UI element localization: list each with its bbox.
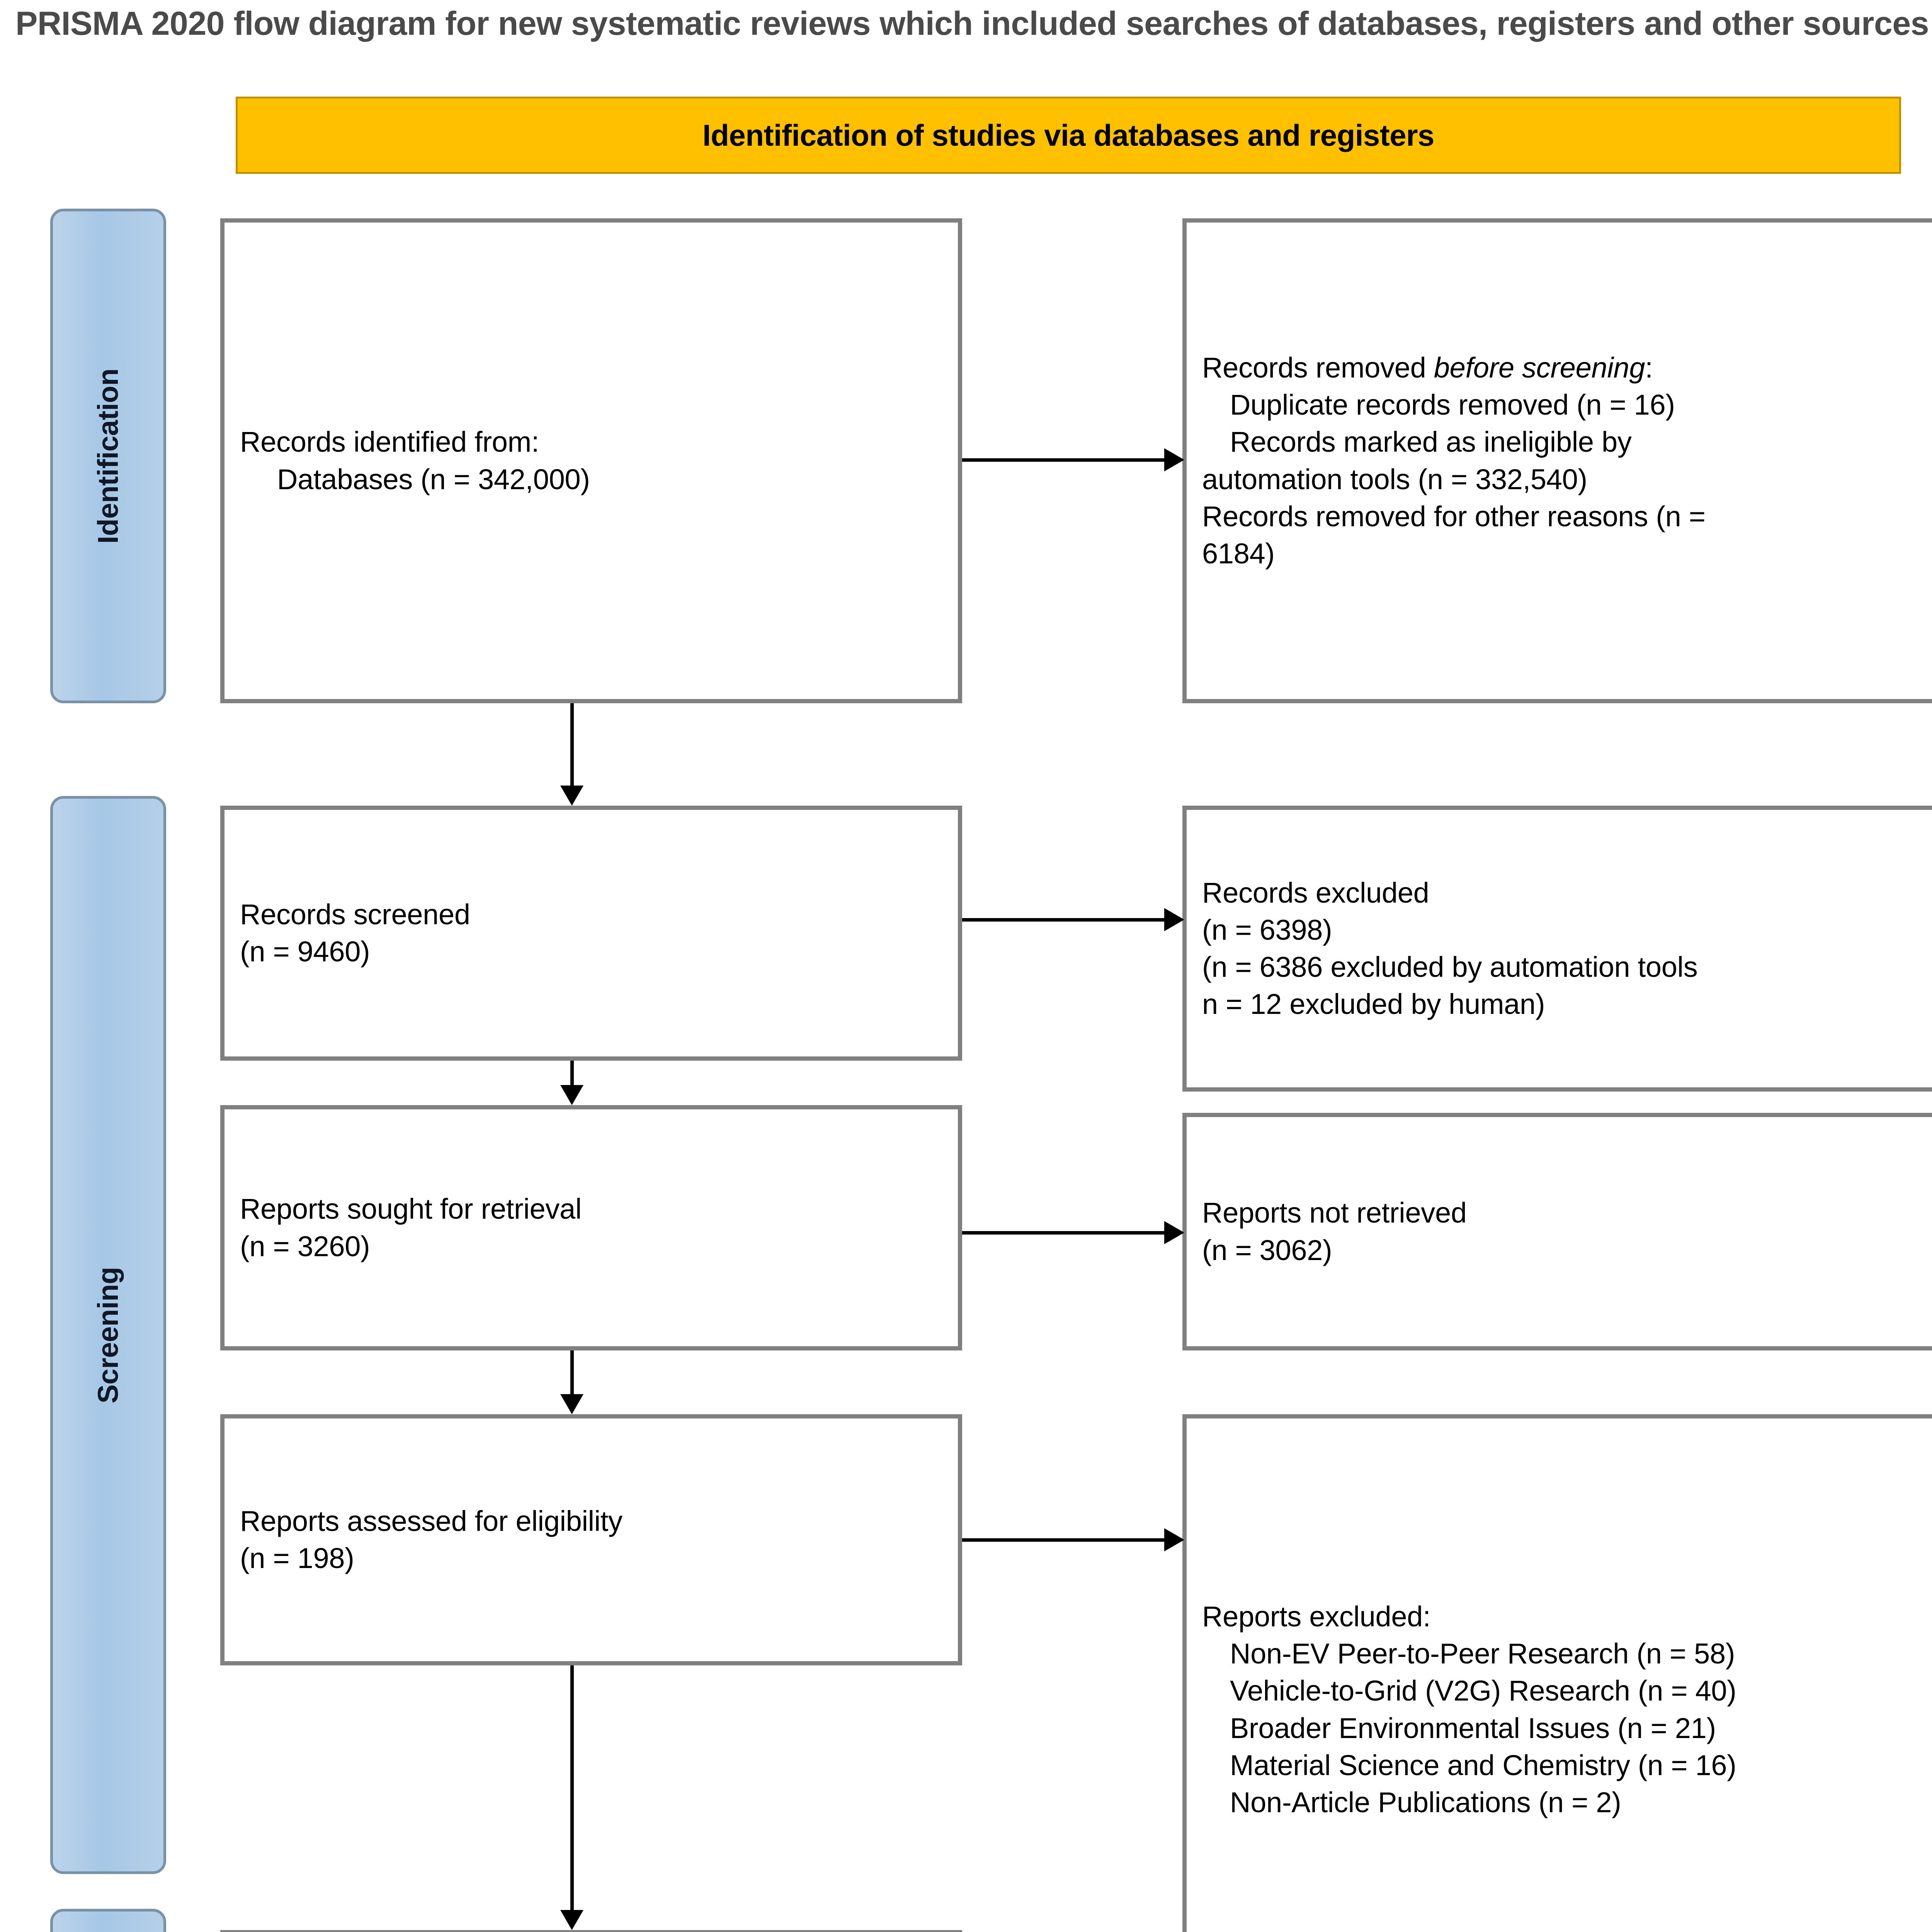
records-excluded-line4: n = 12 excluded by human) <box>1202 988 1545 1020</box>
reports-excluded-reason-1: Non-EV Peer-to-Peer Research (n = 58) <box>1230 1638 1735 1670</box>
records-removed-item3: automation tools (n = 332,540) <box>1202 463 1587 495</box>
records-identified-line2: Databases (n = 342,000) <box>277 463 590 495</box>
reports-not-retrieved-line2: (n = 3062) <box>1202 1234 1332 1266</box>
stage-label-screening: Screening <box>50 796 166 1874</box>
records-screened-line1: Records screened <box>240 898 470 930</box>
box-reports-excluded: Reports excluded: Non-EV Peer-to-Peer Re… <box>1182 1414 1932 1932</box>
box-records-identified: Records identified from: Databases (n = … <box>220 218 962 703</box>
records-excluded-line1: Records excluded <box>1202 876 1429 909</box>
reports-excluded-reason-5: Non-Article Publications (n = 2) <box>1230 1786 1621 1818</box>
box-records-screened: Records screened (n = 9460) <box>220 806 962 1061</box>
arrow-shaft <box>962 458 1164 462</box>
figure-title: PRISMA 2020 flow diagram for new systema… <box>15 5 1929 42</box>
phase-banner-identification: Identification of studies via databases … <box>236 97 1901 174</box>
arrow-shaft <box>570 1665 574 1910</box>
records-removed-item5: 6184) <box>1202 537 1275 570</box>
arrow-shaft <box>962 918 1164 922</box>
records-removed-item1: Duplicate records removed (n = 16) <box>1230 389 1675 421</box>
arrow-screened-to-excluded <box>962 908 1184 931</box>
arrow-head-down-icon <box>560 1910 583 1930</box>
arrow-assessed-to-included <box>549 1665 595 1930</box>
reports-assessed-line2: (n = 198) <box>240 1542 354 1574</box>
arrow-shaft <box>962 1231 1164 1235</box>
box-reports-not-retrieved: Reports not retrieved (n = 3062) <box>1182 1113 1932 1350</box>
arrow-shaft <box>570 1061 574 1085</box>
arrow-identified-to-removed <box>962 448 1184 471</box>
records-identified-line1: Records identified from: <box>240 426 539 458</box>
box-reports-assessed: Reports assessed for eligibility (n = 19… <box>220 1414 962 1665</box>
arrow-head-down-icon <box>560 1394 583 1414</box>
stage-label-included: Included <box>50 1909 166 1932</box>
reports-sought-line1: Reports sought for retrieval <box>240 1193 582 1225</box>
reports-excluded-reason-2: Vehicle-to-Grid (V2G) Research (n = 40) <box>1230 1675 1736 1707</box>
arrow-shaft <box>570 1350 574 1394</box>
records-excluded-line2: (n = 6398) <box>1202 913 1332 946</box>
phase-banner-label: Identification of studies via databases … <box>702 118 1434 152</box>
box-reports-sought: Reports sought for retrieval (n = 3260) <box>220 1105 962 1350</box>
reports-excluded-heading: Reports excluded: <box>1202 1600 1431 1633</box>
arrow-head-down-icon <box>560 1085 583 1105</box>
records-removed-heading-pre: Records removed <box>1202 351 1434 384</box>
arrow-head-right-icon <box>1164 1221 1184 1244</box>
records-screened-line2: (n = 9460) <box>240 935 370 968</box>
reports-excluded-reason-3: Broader Environmental Issues (n = 21) <box>1230 1712 1716 1744</box>
records-removed-item2: Records marked as ineligible by <box>1230 426 1632 458</box>
records-removed-heading-post: : <box>1645 351 1653 384</box>
records-removed-heading-emphasis: before screening <box>1434 351 1645 384</box>
arrow-head-right-icon <box>1164 1528 1184 1551</box>
stage-label-screening-text: Screening <box>92 1267 124 1403</box>
arrow-head-right-icon <box>1164 908 1184 931</box>
reports-excluded-reason-4: Material Science and Chemistry (n = 16) <box>1230 1749 1736 1781</box>
arrow-screened-to-sought <box>549 1061 595 1105</box>
reports-sought-line2: (n = 3260) <box>240 1230 370 1262</box>
arrow-shaft <box>570 703 574 786</box>
stage-label-identification: Identification <box>50 209 166 703</box>
arrow-identified-to-screened <box>549 703 595 806</box>
arrow-sought-to-assessed <box>549 1350 595 1414</box>
arrow-head-right-icon <box>1164 448 1184 471</box>
box-records-excluded: Records excluded (n = 6398) (n = 6386 ex… <box>1182 806 1932 1092</box>
arrow-shaft <box>962 1538 1164 1542</box>
records-removed-item4: Records removed for other reasons (n = <box>1202 500 1706 532</box>
box-studies-included: Studies included in review (n = 61) <box>220 1930 962 1932</box>
records-removed-heading: Records removed before screening: <box>1202 349 1932 386</box>
reports-assessed-line1: Reports assessed for eligibility <box>240 1505 622 1537</box>
arrow-head-down-icon <box>560 786 583 806</box>
arrow-sought-to-not-retrieved <box>962 1221 1184 1244</box>
arrow-assessed-to-reports-excluded <box>962 1528 1184 1551</box>
box-records-removed-before-screening: Records removed before screening: Duplic… <box>1182 218 1932 703</box>
stage-label-identification-text: Identification <box>92 368 124 544</box>
reports-not-retrieved-line1: Reports not retrieved <box>1202 1197 1467 1229</box>
records-excluded-line3: (n = 6386 excluded by automation tools <box>1202 951 1698 983</box>
